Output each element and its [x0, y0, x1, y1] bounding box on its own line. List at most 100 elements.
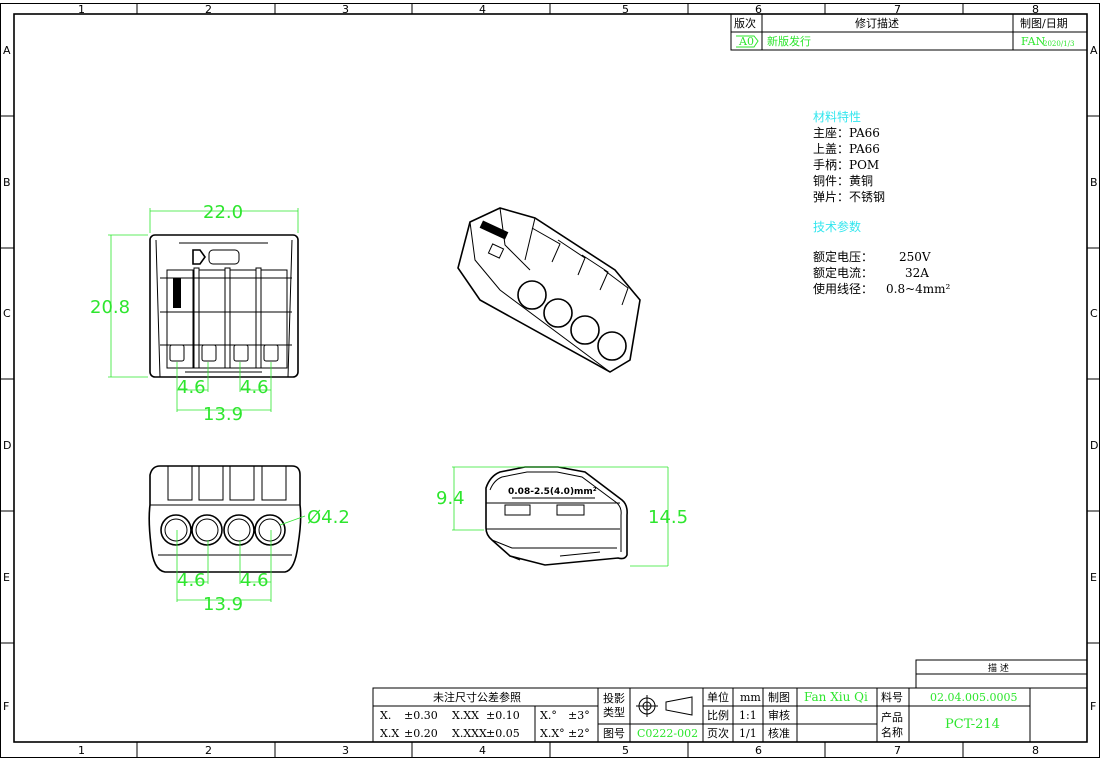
description-label: 描 述: [988, 662, 1009, 674]
row-label: C: [1090, 307, 1098, 320]
spec-label: 额定电压：: [813, 249, 873, 264]
materials-notes: 材料特性 主座：PA66 上盖：PA66 手柄：POM 铜件：黄铜 弹片：不锈钢: [813, 109, 885, 204]
row-label: F: [1090, 700, 1096, 713]
column-labels-top: 1 2 3 4 5 6 7 8: [78, 3, 1039, 16]
tolerance-cell: ±0.20: [404, 727, 438, 740]
scale-value: 1:1: [739, 709, 757, 722]
approve-label: 核准: [768, 726, 790, 740]
row-label: E: [3, 571, 10, 584]
material-item: 铜件：黄铜: [813, 173, 873, 188]
tolerance-cell: ±0.30: [404, 709, 438, 722]
material-item: 手柄：POM: [813, 158, 879, 172]
drawn-by: Fan Xiu Qi: [804, 690, 868, 704]
column-label: 7: [894, 744, 901, 757]
column-label: 8: [1032, 3, 1039, 16]
row-label: C: [3, 307, 11, 320]
projection-label: 投影: [603, 691, 625, 705]
dim-span: 13.9: [203, 594, 243, 615]
column-label: 3: [342, 3, 349, 16]
column-label: 8: [1032, 744, 1039, 757]
front-view: [149, 234, 299, 378]
dim-span: 13.9: [203, 404, 243, 425]
spec-label: 额定电流：: [813, 265, 873, 280]
tolerance-cell: ±0.10: [486, 709, 520, 722]
row-label: B: [3, 176, 11, 189]
column-label: 5: [622, 3, 629, 16]
column-label: 4: [479, 3, 486, 16]
column-label: 5: [622, 744, 629, 757]
unit-value: mm: [740, 691, 761, 704]
tolerance-cell: X.°: [540, 709, 557, 722]
page-value: 1/1: [739, 727, 757, 740]
bottom-view: [148, 465, 302, 573]
drawing-no: C0222-002: [637, 727, 698, 740]
dim-total-height: 14.5: [648, 507, 688, 528]
column-label: 6: [755, 3, 762, 16]
revision-version: A0: [738, 35, 754, 48]
title-block: 描 述 未注尺寸公差参照 X. ±0.30 X.XX ±0.10 X.°: [372, 659, 1088, 743]
revision-description: 新版发行: [767, 34, 811, 48]
tolerance-cell: X.XX: [452, 709, 479, 722]
row-label: A: [1090, 44, 1098, 57]
tolerance-cell: X.X°: [540, 727, 565, 740]
front-view-dimensions: 22.0 20.8 4.6 4.6 13.9: [90, 202, 299, 425]
scale-label: 比例: [707, 708, 729, 722]
dim-width: 22.0: [203, 202, 243, 223]
product-label: 产品: [881, 710, 903, 724]
isometric-view: [457, 207, 641, 373]
tolerance-cell: ±2°: [568, 727, 590, 740]
bottom-view-dimensions: Ø4.2 4.6 4.6 13.9: [176, 507, 350, 615]
revision-header-description: 修订描述: [855, 16, 899, 30]
dim-height: 20.8: [90, 297, 130, 318]
spec-value: 32A: [905, 266, 929, 280]
column-label: 1: [78, 744, 85, 757]
revision-header-version: 版次: [734, 16, 756, 30]
row-label: D: [3, 439, 11, 452]
sheet-frame: 1 2 3 4 5 6 7 8 1 2 3 4 5 6 7 8 A B C D …: [0, 3, 1100, 758]
tolerance-cell: ±3°: [568, 709, 590, 722]
revision-date: 2020/1/3: [1043, 40, 1074, 48]
row-labels-left: A B C D E F: [3, 44, 11, 713]
column-label: 4: [479, 744, 486, 757]
column-label: 2: [205, 744, 212, 757]
wire-range-label: 0.08-2.5(4.0)mm²: [508, 487, 597, 497]
tolerance-cell: ±0.05: [486, 727, 520, 740]
drawing-no-label: 图号: [603, 727, 625, 740]
dim-hole-diameter: Ø4.2: [307, 507, 350, 528]
revision-author: FAN: [1021, 35, 1046, 48]
column-label: 1: [78, 3, 85, 16]
column-label: 3: [342, 744, 349, 757]
specs-notes: 技术参数 额定电压： 250V 额定电流： 32A 使用线径： 0.8~4mm²: [813, 219, 951, 296]
dim-inner-height: 9.4: [436, 488, 465, 509]
row-label: E: [1090, 571, 1097, 584]
material-item: 弹片：不锈钢: [813, 190, 885, 204]
drawn-label: 制图: [768, 691, 790, 704]
spec-value: 0.8~4mm²: [886, 282, 951, 296]
dim-pitch: 4.6: [177, 377, 206, 398]
row-label: A: [3, 44, 11, 57]
product-label: 名称: [881, 725, 903, 739]
product-name: PCT-214: [945, 717, 1000, 732]
part-no: 02.04.005.0005: [930, 691, 1017, 704]
review-label: 审核: [768, 708, 790, 722]
unit-label: 单位: [707, 690, 729, 704]
revision-table: 版次 修订描述 制图/日期 A0 新版发行 FAN 2020/1/3: [730, 13, 1088, 51]
tolerance-cell: X.XXX: [452, 727, 487, 740]
row-label: D: [1090, 439, 1098, 452]
dim-pitch: 4.6: [177, 570, 206, 591]
material-item: 主座：PA66: [813, 125, 880, 140]
column-label: 7: [894, 3, 901, 16]
dim-pitch: 4.6: [240, 570, 269, 591]
row-label: B: [1090, 176, 1098, 189]
projection-label: 类型: [603, 705, 625, 719]
column-labels-bottom: 1 2 3 4 5 6 7 8: [78, 744, 1039, 757]
row-label: F: [3, 700, 9, 713]
tolerance-cell: X.X: [380, 727, 399, 740]
material-item: 上盖：PA66: [813, 142, 880, 156]
side-view: 0.08-2.5(4.0)mm²: [485, 466, 628, 566]
row-labels-right: A B C D E F: [1090, 44, 1098, 713]
spec-value: 250V: [899, 250, 931, 264]
projection-symbol-icon: [636, 695, 693, 717]
part-no-label: 料号: [881, 690, 903, 704]
